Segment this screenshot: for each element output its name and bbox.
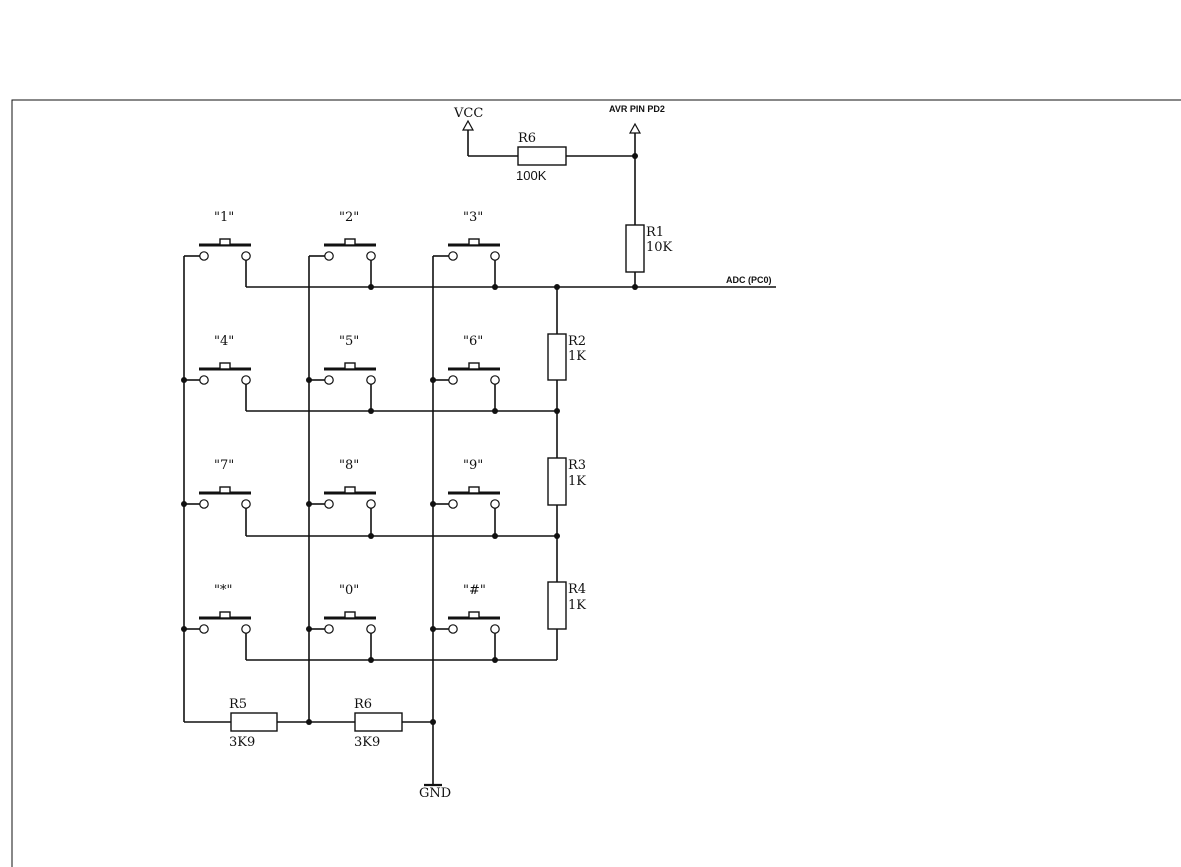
key-label: "3" (463, 210, 483, 225)
keypad-button: "5" (306, 334, 376, 414)
r2-value: 1K (568, 349, 586, 364)
avr-pin-symbol: AVR PIN PD2 (609, 104, 665, 225)
adc-output: ADC (PC0) (557, 275, 776, 290)
key-label: "2" (339, 210, 359, 225)
keypad-button: "8" (306, 458, 376, 539)
keypad-button: "*" (181, 583, 251, 660)
keypad-button: "4" (181, 334, 251, 411)
resistor-r3: R3 1K (547, 457, 586, 506)
key-label: "6" (463, 334, 483, 349)
resistor-r1: R1 10K (625, 224, 673, 273)
r6-bottom-value: 3K9 (354, 735, 380, 750)
key-label: "4" (214, 334, 234, 349)
resistor-r5: R5 3K9 (229, 697, 278, 750)
vcc-symbol: VCC (453, 106, 518, 157)
keypad-button: "7" (181, 458, 251, 536)
key-label: "9" (463, 458, 483, 473)
keypad-button: "6" (430, 334, 500, 414)
sheet-frame (11, 99, 1181, 867)
resistor-r4: R4 1K (547, 581, 586, 630)
r1-value: 10K (646, 240, 673, 255)
key-label: "8" (339, 458, 359, 473)
r3-value: 1K (568, 474, 586, 489)
r4-name: R4 (568, 582, 586, 597)
gnd-symbol: GND (419, 783, 451, 801)
r2-name: R2 (568, 334, 586, 349)
r6-top-value: 100K (516, 168, 547, 183)
r5-name: R5 (229, 697, 247, 712)
key-label: "7" (214, 458, 234, 473)
resistor-r6-bottom: R6 3K9 (354, 697, 403, 750)
resistor-r6-top: R6 100K (516, 131, 567, 183)
avr-pin-label: AVR PIN PD2 (609, 104, 665, 114)
keypad-button: "#" (430, 583, 500, 663)
key-label: "*" (214, 583, 232, 598)
key-label: "0" (339, 583, 359, 598)
vcc-label: VCC (453, 106, 483, 121)
key-label: "#" (463, 583, 486, 598)
key-label: "1" (214, 210, 234, 225)
key-label: "5" (339, 334, 359, 349)
keypad-button: "3" (433, 210, 500, 290)
r3-name: R3 (568, 458, 586, 473)
gnd-label: GND (419, 786, 451, 801)
resistor-r2: R2 1K (547, 333, 586, 381)
r6-bottom-name: R6 (354, 697, 372, 712)
r5-value: 3K9 (229, 735, 255, 750)
keypad-button: "2" (309, 210, 376, 290)
adc-label: ADC (PC0) (726, 275, 772, 285)
keypad-button: "0" (306, 583, 376, 663)
keypad-button: "1" (184, 210, 251, 287)
keypad-matrix: "1" "2" "3" "4" "5" "6" "7" "8" "9" "*" "0" "#" (181, 210, 557, 663)
r6-top-name: R6 (518, 131, 536, 146)
r4-value: 1K (568, 598, 586, 613)
keypad-button: "9" (430, 458, 500, 539)
r1-name: R1 (646, 225, 664, 240)
